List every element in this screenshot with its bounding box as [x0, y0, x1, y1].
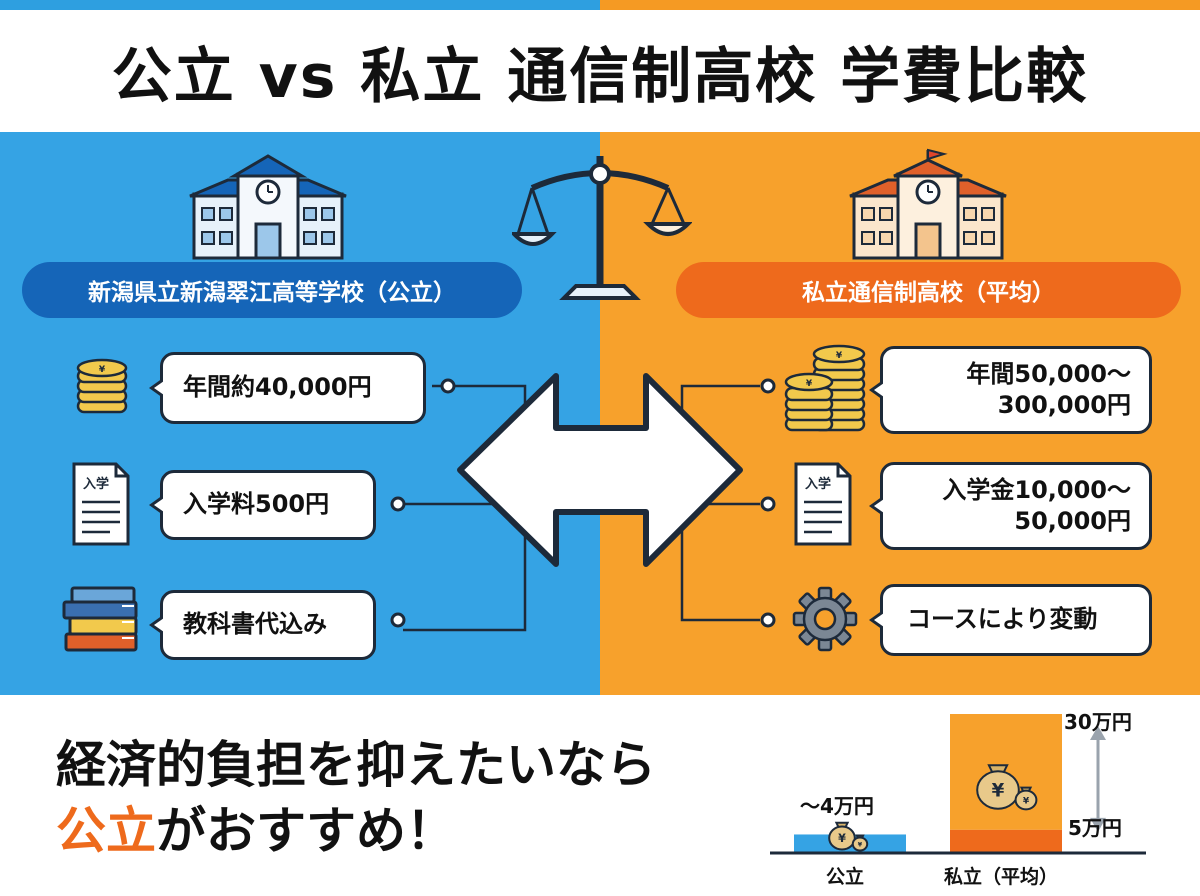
- conclusion-line1: 経済的負担を抑えたいなら: [56, 736, 656, 794]
- document-label: 入学: [805, 476, 831, 492]
- document-icon: 入学: [72, 462, 130, 546]
- private-course-varies: コースにより変動: [907, 605, 1098, 634]
- public-school-icon: [189, 154, 347, 260]
- range-arrow-up: [1090, 726, 1106, 740]
- svg-text:¥: ¥: [992, 781, 1005, 802]
- public-school-name: 新潟県立新潟翠江高等学校（公立）: [22, 262, 522, 318]
- private-annual-fee-line1: 年間50,000〜: [966, 359, 1131, 388]
- private-school-name: 私立通信制高校（平均）: [676, 262, 1181, 318]
- coin-stacks-icon: ¥ ¥: [784, 344, 866, 432]
- range-arrow-down: [1090, 817, 1106, 832]
- coin-icon-private: ¥: [1014, 786, 1038, 811]
- bar-private-min: [950, 829, 1062, 853]
- books-icon: [62, 586, 138, 652]
- svg-text:¥: ¥: [858, 841, 863, 848]
- public-value-label: 〜4万円: [800, 794, 874, 818]
- private-course-bubble: コースにより変動: [869, 584, 1152, 656]
- svg-text:¥: ¥: [806, 379, 813, 389]
- svg-text:¥: ¥: [99, 365, 106, 375]
- public-textbook-bubble: 教科書代込み: [149, 590, 376, 660]
- gear-icon: [792, 586, 858, 652]
- document-icon: 入学: [794, 462, 852, 546]
- category-label-private: 私立（平均）: [944, 866, 1059, 888]
- public-annual-fee: 年間約40,000円: [183, 373, 372, 402]
- double-arrow-icon: [457, 373, 743, 567]
- document-label: 入学: [83, 476, 109, 492]
- coin-stack-icon: ¥: [76, 358, 128, 414]
- private-annual-fee-line2: 300,000円: [997, 391, 1131, 419]
- conclusion-message: 経済的負担を抑えたいなら 公立がおすすめ！: [56, 732, 656, 864]
- conclusion-line2: 公立がおすすめ！: [56, 798, 656, 864]
- page-title: 公立 vs 私立 通信制高校 学費比較: [0, 10, 1200, 132]
- svg-text:¥: ¥: [1023, 796, 1030, 806]
- private-max-label: 30万円: [1064, 710, 1132, 734]
- category-label-public: 公立: [826, 866, 865, 888]
- public-admission-fee: 入学料500円: [183, 490, 330, 519]
- conclusion-rest: がおすすめ！: [156, 802, 456, 860]
- money-bag-icon-public: ¥: [828, 821, 856, 851]
- public-admission-fee-bubble: 入学料500円: [149, 470, 376, 540]
- top-strip-public: [0, 0, 600, 10]
- conclusion-accent: 公立: [56, 802, 156, 860]
- private-admission-fee-bubble: 入学金10,000〜 50,000円: [869, 462, 1152, 550]
- coin-icon-public: ¥: [851, 834, 869, 852]
- svg-text:¥: ¥: [836, 351, 843, 361]
- private-annual-fee-bubble: 年間50,000〜 300,000円: [869, 346, 1152, 434]
- private-admission-fee-line2: 50,000円: [1014, 507, 1131, 535]
- private-school-icon: [849, 148, 1007, 260]
- public-textbook-included: 教科書代込み: [183, 610, 327, 639]
- private-min-label: 5万円: [1068, 816, 1122, 840]
- svg-text:¥: ¥: [838, 832, 846, 845]
- private-admission-fee-line1: 入学金10,000〜: [942, 475, 1131, 504]
- money-bag-icon-private: ¥: [976, 764, 1020, 810]
- top-strip-private: [600, 0, 1200, 10]
- balance-scale-icon: [512, 156, 692, 300]
- public-annual-fee-bubble: 年間約40,000円: [149, 352, 426, 424]
